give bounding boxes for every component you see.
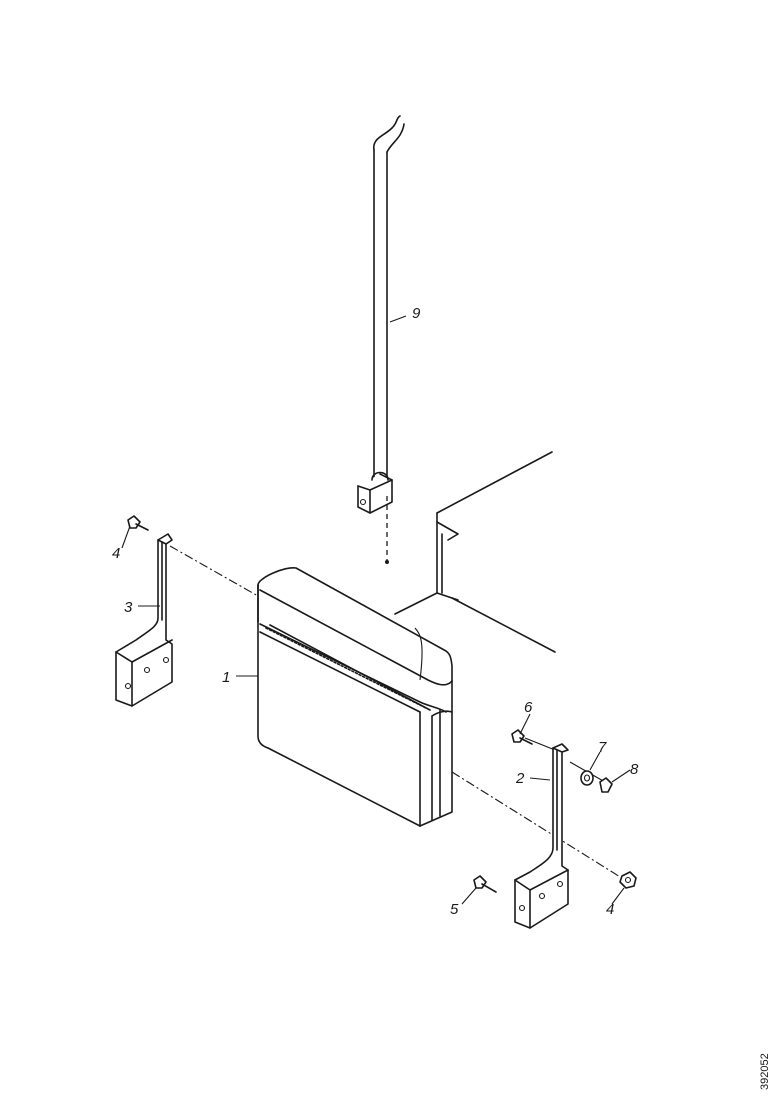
callout-8: 8 <box>630 761 639 778</box>
bolt-hole-icon <box>538 892 546 900</box>
nut-part-8 <box>599 777 613 793</box>
leader-lines <box>121 315 631 905</box>
pipe-part-9 <box>357 115 405 564</box>
callout-2: 2 <box>515 770 525 787</box>
callout-9: 9 <box>412 305 421 322</box>
callout-4-left: 4 <box>112 545 120 562</box>
frame-rail <box>394 451 556 653</box>
bracket-part-2 <box>514 743 569 929</box>
bolt-hole-icon <box>359 498 367 506</box>
bolt-hole-icon <box>556 880 564 888</box>
main-box-part-1 <box>257 567 453 827</box>
callout-4-right: 4 <box>606 901 614 918</box>
mount-point-icon <box>385 560 389 564</box>
callout-5: 5 <box>450 901 459 918</box>
document-id: 392052 <box>759 1053 771 1090</box>
washer-part-7 <box>580 770 594 786</box>
bolt-part-6 <box>511 729 533 745</box>
bracket-part-3 <box>115 533 173 707</box>
nut-part-4-right <box>619 871 637 889</box>
bolt-part-4-left <box>127 515 149 531</box>
bolt-hole-icon <box>124 682 132 690</box>
callout-6: 6 <box>524 699 533 716</box>
callout-3: 3 <box>124 599 133 616</box>
callout-7: 7 <box>598 739 607 756</box>
bolt-hole-icon <box>162 656 170 664</box>
callouts: 9 1 3 4 6 2 7 8 4 5 <box>112 305 639 918</box>
bolt-hole-icon <box>143 666 151 674</box>
bolt-part-5 <box>473 875 497 893</box>
bolt-hole-icon <box>518 904 526 912</box>
callout-1: 1 <box>222 669 230 686</box>
